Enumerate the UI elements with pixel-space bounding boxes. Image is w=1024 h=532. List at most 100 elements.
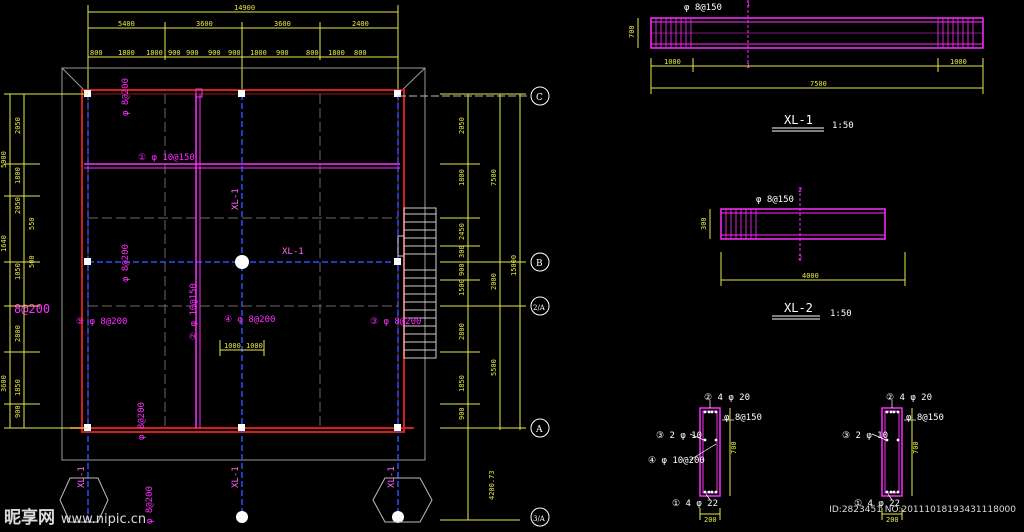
dim: 5900 <box>0 151 8 168</box>
beam-title: XL-1 <box>784 113 813 127</box>
rebar-side: ③ 2 φ 10 <box>842 431 888 441</box>
axis-bubble <box>530 252 550 272</box>
dim-span-1: 5400 <box>118 20 135 28</box>
dim: 2000 <box>490 273 498 290</box>
dim: 1000 <box>246 342 263 350</box>
dim-overall-top: 14900 <box>234 4 255 12</box>
axis-label: 2/A <box>533 304 546 312</box>
dim-overall-right: 15000 <box>510 255 518 276</box>
rebar-label: ④ φ 8@200 <box>224 315 275 325</box>
dim: 2800 <box>14 325 22 342</box>
dim: 1800 <box>14 167 22 184</box>
dim: 500 <box>28 255 36 268</box>
column <box>238 424 245 431</box>
image-id: ID:2823451 NO:20111018193431118000 <box>829 505 1016 515</box>
stirrup-label: φ 8@150 <box>724 413 762 423</box>
column <box>84 258 91 265</box>
rebar-side: ③ 2 φ 10 <box>656 431 702 441</box>
dim: 700 <box>730 441 738 454</box>
dim-span-3: 3600 <box>274 20 291 28</box>
axis-label: C <box>536 93 543 103</box>
dim: 1850 <box>458 375 466 392</box>
watermark-brand: 昵享网 <box>4 508 55 528</box>
beam-scale: 1:50 <box>832 121 854 131</box>
beam-section-2: ② 4 φ 20 φ 8@150 ③ 2 φ 10 ① 4 φ 22 700 2… <box>842 393 944 524</box>
rebar-label: φ 8@200 <box>137 402 147 440</box>
dim: 7500 <box>490 169 498 186</box>
rebar-label-big: 8@200 <box>14 302 50 316</box>
beam-title: XL-2 <box>784 301 813 315</box>
rebar-top: ② 4 φ 20 <box>704 393 750 403</box>
column <box>394 424 401 431</box>
column <box>394 90 401 97</box>
rebar-bottom: ① 4 φ 22 <box>854 499 900 509</box>
dim-sub: 1800 <box>118 49 135 57</box>
rebar-label: ⑤ φ 8@200 <box>76 317 127 327</box>
dim: 300 <box>700 217 708 230</box>
watermark-url: www.nipic.cn <box>60 512 147 527</box>
dim: 900 <box>14 405 22 418</box>
dim: 2450 <box>458 223 466 240</box>
dim: 1000 <box>950 58 967 66</box>
dim: 5500 <box>490 359 498 376</box>
beam-xl2-elevation: φ 8@150 2 2 300 4000 XL-2 1:50 <box>700 186 906 320</box>
stirrup-label: φ 8@150 <box>756 195 794 205</box>
dim-span-2: 3600 <box>196 20 213 28</box>
dim: 1800 <box>458 169 466 186</box>
rebar-label: ① φ 10@150 <box>138 153 195 163</box>
top-sub-dims: 800 1800 1800 900 900 900 900 1800 900 8… <box>90 49 367 57</box>
beam-label: XL-1 <box>282 247 304 257</box>
section-mark: 2 <box>798 254 802 262</box>
beam-label: XL-1 <box>231 466 241 488</box>
rebar-top: ② 4 φ 20 <box>886 393 932 403</box>
rebar-label: φ 8@200 <box>121 244 131 282</box>
beam-label: XL-1 <box>77 466 87 488</box>
beam-section-1: ② 4 φ 20 φ 8@150 ③ 2 φ 10 ④ φ 10@200 ① 4… <box>648 393 762 524</box>
dim: 2050 <box>14 117 22 134</box>
rebar-label: φ 8@200 <box>145 486 155 524</box>
beam-label: XL-1 <box>387 466 397 488</box>
dim-sub: 800 <box>354 49 367 57</box>
dim: 300 <box>458 245 466 258</box>
dim-sub: 900 <box>186 49 199 57</box>
beam-scale: 1:50 <box>830 309 852 319</box>
dim: 200 <box>704 516 717 524</box>
rebar-bottom: ① 4 φ 22 <box>672 499 718 509</box>
axis-bubble <box>530 296 550 316</box>
rebar-label: ② φ 10@150 <box>189 283 199 340</box>
beam-xl1-elevation: φ 8@150 1 1 700 1000 1000 7500 XL-1 1:50 <box>628 0 984 132</box>
dim: 1850 <box>14 379 22 396</box>
dim: 2050 <box>458 117 466 134</box>
dim: 700 <box>628 25 636 38</box>
rebar-label: φ 8@200 <box>121 78 131 116</box>
dim: 2050 <box>14 197 22 214</box>
stirrup-label: φ 8@150 <box>684 3 722 13</box>
dim: 1000 <box>664 58 681 66</box>
center-column <box>235 255 249 269</box>
beam-label: XL-1 <box>231 188 241 210</box>
stirrup-label: φ 8@150 <box>906 413 944 423</box>
dim-span-4: 2400 <box>352 20 369 28</box>
axis-label: 3/A <box>533 515 546 523</box>
column <box>236 511 248 523</box>
dim: 7500 <box>810 80 827 88</box>
axis-label: A <box>535 425 543 435</box>
dim-sub: 1800 <box>250 49 267 57</box>
dim: 2800 <box>458 323 466 340</box>
dim: 1000 <box>224 342 241 350</box>
dim-sub: 900 <box>276 49 289 57</box>
dim: 900 <box>458 263 466 276</box>
column <box>238 90 245 97</box>
dim: 1500 <box>458 279 466 296</box>
rebar-extra: ④ φ 10@200 <box>648 456 705 466</box>
dim: 1050 <box>14 263 22 280</box>
axis-bubble <box>530 507 550 527</box>
floor-plan: 14900 5400 3600 3600 2400 800 1800 1800 … <box>0 4 550 527</box>
dim-sub: 1800 <box>146 49 163 57</box>
watermark: 昵享网 www.nipic.cn <box>4 503 146 528</box>
dim: 200 <box>886 516 899 524</box>
dim-sub: 900 <box>208 49 221 57</box>
axis-bubble <box>530 86 550 106</box>
dim-sub: 900 <box>228 49 241 57</box>
